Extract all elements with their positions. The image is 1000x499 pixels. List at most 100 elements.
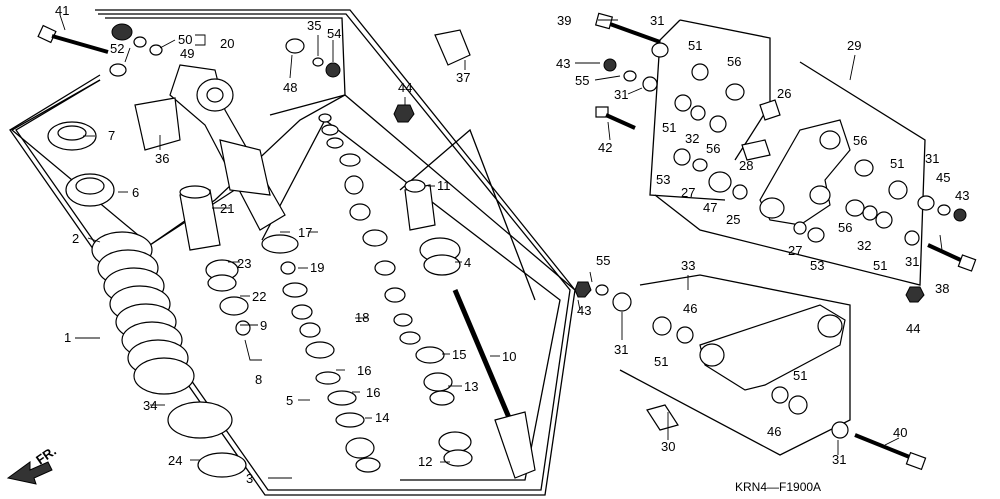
arm-pivot-a [759,197,785,219]
callout-11: 11 [437,178,451,193]
callout-50: 50 [178,32,192,47]
callout-20: 20 [220,36,234,51]
callout-33: 33 [681,258,695,273]
nut-43a [603,58,617,72]
callout-44-top: 44 [398,80,412,95]
spring-seat-34 [167,401,233,439]
callout-46-b: 46 [767,424,781,439]
front-direction-label: FR. [33,443,59,467]
callout-51-e: 51 [654,354,668,369]
callout-47: 47 [703,200,717,215]
rod-components [404,179,536,479]
bolt-38 [927,243,977,272]
collar-48 [285,38,305,54]
callout-43-c: 43 [577,303,591,318]
callout-15: 15 [452,347,466,362]
callout-9: 9 [260,318,267,333]
callout-56-a: 56 [727,54,741,69]
washer-35 [312,57,324,67]
nut-44-top [393,104,415,123]
drawing-code: KRN4—F1900A [735,480,821,494]
callout-17: 17 [298,225,312,240]
callout-2: 2 [72,231,79,246]
callout-16-b: 16 [366,385,380,400]
connecting-rod-33 [699,304,846,391]
collar-46a [676,326,694,344]
seal-27a [692,158,708,172]
callout-4: 4 [464,255,471,270]
rod-eye-a [699,343,725,367]
shock-assembly-frame [9,9,576,496]
dust-seal-31e [612,292,632,312]
callout-40: 40 [893,425,907,440]
dust-seal-31f [831,421,849,439]
callout-31-f: 31 [832,452,846,467]
callout-49: 49 [180,46,194,61]
callout-23: 23 [237,256,251,271]
callout-52: 52 [110,41,124,56]
leader-lines [59,14,943,479]
spring-2 [91,231,195,395]
damper-body [109,23,299,336]
callout-36: 36 [155,151,169,166]
linkage-frames [619,19,926,456]
seal-32a [690,105,706,121]
washer-55a [623,70,637,82]
callout-39: 39 [557,13,571,28]
arm-pivot-b [819,130,841,150]
nut-54 [325,62,341,78]
collar-56b [709,115,727,133]
washer-55b [595,284,609,296]
callout-51-a: 51 [688,38,702,53]
callout-5: 5 [286,393,293,408]
callout-22: 22 [252,289,266,304]
callout-3: 3 [246,471,253,486]
valve-stack [282,113,421,473]
callout-48: 48 [283,80,297,95]
dust-seal-31a [651,42,669,58]
washer-25 [732,184,748,200]
callout-51-c: 51 [890,156,904,171]
bearing-51a [691,63,709,81]
washer-45 [937,204,951,216]
bolt-41 [37,24,109,54]
seal-32b [862,205,878,221]
bearing-51e [652,316,672,336]
callout-51-d: 51 [873,258,887,273]
callout-26: 26 [777,86,791,101]
callout-31-d: 31 [905,254,919,269]
bolt-42 [595,106,636,130]
collar-46b [771,386,789,404]
callout-10: 10 [502,349,516,364]
bearing-51c [888,180,908,200]
stopper-ring-24 [197,452,247,478]
bearing-51b [674,94,692,112]
callout-8: 8 [255,372,262,387]
callout-labels: 41 50 20 52 49 35 54 48 37 44 7 36 6 21 … [55,3,969,486]
cover-37 [434,29,471,66]
callout-28: 28 [739,158,753,173]
callout-45: 45 [936,170,950,185]
bearing-51d [875,211,893,229]
callout-38: 38 [935,281,949,296]
callout-31-e: 31 [614,342,628,357]
adjuster-nut-6 [65,173,115,207]
callout-7: 7 [108,128,115,143]
bearing-53a [673,148,691,166]
bolt-39 [594,12,661,44]
callout-41: 41 [55,3,69,18]
callout-31-c: 31 [925,151,939,166]
callout-43-a: 43 [556,56,570,71]
callout-54: 54 [327,26,341,41]
nut-43b [953,208,967,222]
callout-31-a: 31 [650,13,664,28]
callout-29: 29 [847,38,861,53]
front-arrow [6,461,53,485]
callout-30: 30 [661,439,675,454]
callout-16-a: 16 [357,363,371,378]
callout-42: 42 [598,140,612,155]
callout-21: 21 [220,201,234,216]
callout-24: 24 [168,453,182,468]
callout-1: 1 [64,330,71,345]
